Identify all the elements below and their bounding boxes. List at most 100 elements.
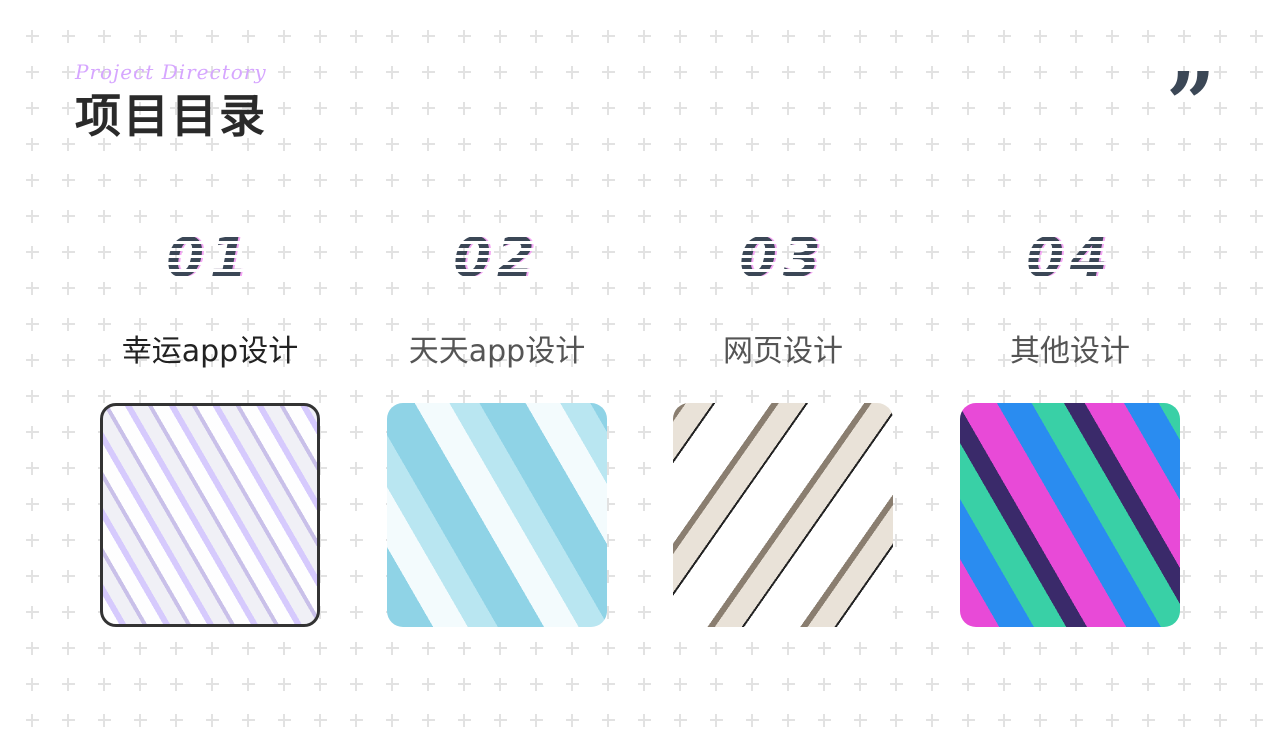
plus-mark xyxy=(134,390,147,403)
plus-mark xyxy=(314,606,327,619)
plus-mark xyxy=(134,210,147,223)
plus-mark xyxy=(458,390,471,403)
plus-mark xyxy=(566,246,579,259)
project-03[interactable]: 03 网页设计 xyxy=(673,230,893,372)
project-label[interactable]: 其他设计 xyxy=(1010,334,1130,369)
plus-mark xyxy=(242,66,255,79)
plus-mark xyxy=(1142,66,1155,79)
plus-mark xyxy=(242,246,255,259)
project-thumbnail-other-design[interactable] xyxy=(960,403,1180,627)
plus-mark xyxy=(998,714,1011,727)
plus-mark xyxy=(314,534,327,547)
plus-mark xyxy=(98,66,111,79)
project-thumbnail-web-design[interactable] xyxy=(673,403,893,627)
project-thumbnail-weather-app[interactable] xyxy=(387,403,607,627)
plus-mark xyxy=(350,678,363,691)
plus-mark xyxy=(962,318,975,331)
plus-mark xyxy=(62,570,75,583)
plus-mark xyxy=(494,30,507,43)
plus-mark xyxy=(638,174,651,187)
plus-mark xyxy=(1250,282,1263,295)
plus-mark xyxy=(530,354,543,367)
plus-mark xyxy=(1142,678,1155,691)
plus-mark xyxy=(746,642,759,655)
plus-mark xyxy=(1178,210,1191,223)
plus-mark xyxy=(98,642,111,655)
project-thumbnail-lucky-app[interactable] xyxy=(100,403,320,627)
plus-mark xyxy=(710,678,723,691)
plus-mark xyxy=(602,714,615,727)
plus-mark xyxy=(854,210,867,223)
plus-mark xyxy=(386,30,399,43)
plus-mark xyxy=(1106,246,1119,259)
plus-mark xyxy=(854,642,867,655)
plus-mark xyxy=(242,678,255,691)
plus-mark xyxy=(62,498,75,511)
plus-mark xyxy=(350,282,363,295)
plus-mark xyxy=(1178,66,1191,79)
plus-mark xyxy=(962,714,975,727)
plus-mark xyxy=(26,102,39,115)
plus-mark xyxy=(350,138,363,151)
project-label[interactable]: 网页设计 xyxy=(723,334,843,369)
plus-mark xyxy=(602,642,615,655)
plus-mark xyxy=(206,246,219,259)
plus-mark xyxy=(602,318,615,331)
plus-mark xyxy=(1106,714,1119,727)
plus-mark xyxy=(890,246,903,259)
plus-mark xyxy=(674,210,687,223)
project-01[interactable]: 01 幸运app设计 xyxy=(100,230,320,372)
project-04[interactable]: 04 其他设计 xyxy=(960,230,1180,372)
plus-mark xyxy=(818,102,831,115)
project-label[interactable]: 天天app设计 xyxy=(408,334,586,369)
closing-quote-icon: ” xyxy=(1166,54,1216,155)
plus-mark xyxy=(422,318,435,331)
plus-mark xyxy=(674,66,687,79)
plus-mark xyxy=(26,606,39,619)
plus-mark xyxy=(494,714,507,727)
plus-mark xyxy=(458,30,471,43)
plus-mark xyxy=(98,714,111,727)
plus-mark xyxy=(1034,66,1047,79)
plus-mark xyxy=(530,102,543,115)
plus-mark xyxy=(782,138,795,151)
plus-mark xyxy=(1250,462,1263,475)
project-label[interactable]: 幸运app设计 xyxy=(121,334,299,369)
plus-mark xyxy=(134,642,147,655)
plus-mark xyxy=(134,678,147,691)
plus-mark xyxy=(566,138,579,151)
plus-mark xyxy=(890,210,903,223)
plus-mark xyxy=(602,570,615,583)
plus-mark xyxy=(710,390,723,403)
plus-mark xyxy=(1214,174,1227,187)
plus-mark xyxy=(62,390,75,403)
plus-mark xyxy=(278,174,291,187)
plus-mark xyxy=(926,570,939,583)
project-02[interactable]: 02 天天app设计 xyxy=(387,230,607,372)
plus-mark xyxy=(854,102,867,115)
plus-mark xyxy=(998,678,1011,691)
plus-mark xyxy=(134,714,147,727)
plus-mark xyxy=(890,354,903,367)
plus-mark xyxy=(1034,642,1047,655)
plus-mark xyxy=(710,210,723,223)
plus-mark xyxy=(926,390,939,403)
plus-mark xyxy=(818,66,831,79)
plus-mark xyxy=(422,66,435,79)
plus-mark xyxy=(566,678,579,691)
plus-mark xyxy=(998,66,1011,79)
plus-mark xyxy=(1142,30,1155,43)
plus-mark xyxy=(854,282,867,295)
plus-mark xyxy=(818,714,831,727)
plus-mark xyxy=(494,318,507,331)
plus-mark xyxy=(62,318,75,331)
plus-mark xyxy=(314,282,327,295)
plus-mark xyxy=(566,714,579,727)
plus-mark xyxy=(1142,246,1155,259)
plus-mark xyxy=(998,210,1011,223)
plus-mark xyxy=(674,678,687,691)
plus-mark xyxy=(602,678,615,691)
plus-mark xyxy=(278,246,291,259)
plus-mark xyxy=(890,642,903,655)
plus-mark xyxy=(926,606,939,619)
